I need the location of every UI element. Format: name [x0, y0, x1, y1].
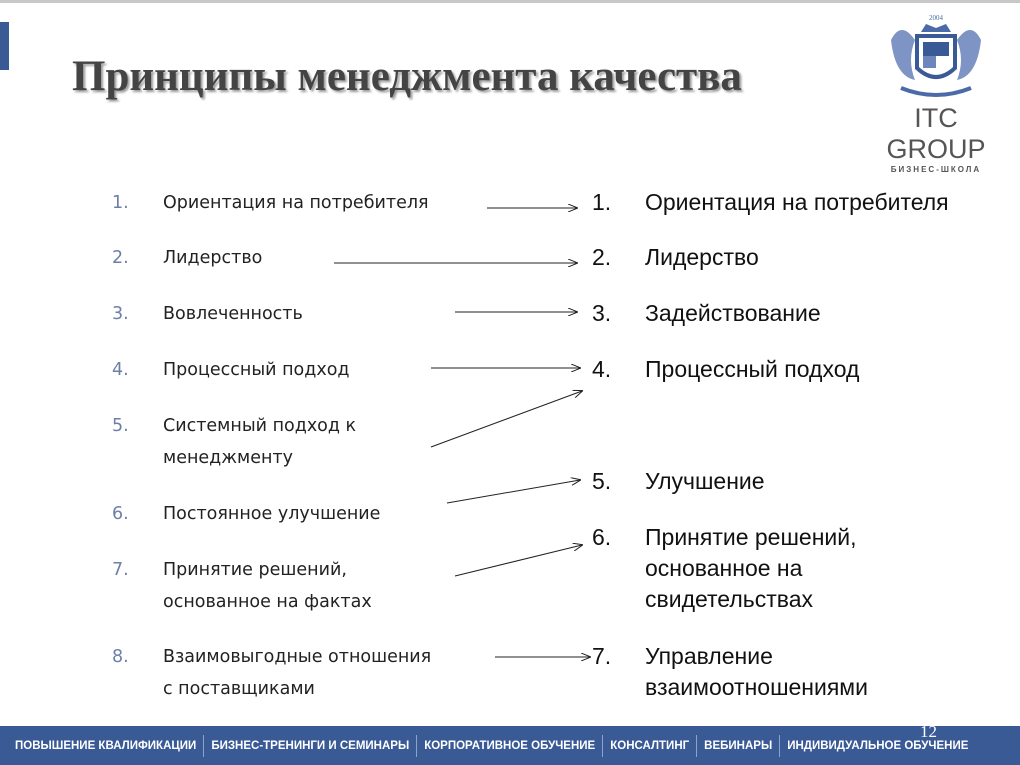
item-text: менеджменту — [163, 448, 294, 468]
item-text: основанное на фактах — [163, 592, 372, 612]
footer-link[interactable]: ПОВЫШЕНИЕ КВАЛИФИКАЦИИ — [15, 739, 197, 752]
item-text: Лидерство — [163, 248, 263, 268]
footer-link[interactable]: ИНДИВИДУАЛЬНОЕ ОБУЧЕНИЕ — [787, 739, 969, 752]
item-number: 5. — [592, 468, 612, 494]
item-number: 3. — [592, 300, 612, 326]
footer-link[interactable]: КОРПОРАТИВНОЕ ОБУЧЕНИЕ — [424, 739, 596, 752]
footer-separator — [416, 734, 418, 757]
item-text: Постоянное улучшение — [163, 504, 381, 524]
top-divider — [0, 0, 1020, 3]
item-number: 4. — [592, 356, 612, 382]
footer-link[interactable]: КОНСАЛТИНГ — [610, 739, 690, 752]
item-text: взаимоотношениями — [645, 674, 868, 700]
item-number: 6. — [112, 504, 129, 524]
item-number: 1. — [112, 193, 129, 213]
item-text: Ориентация на потребителя — [163, 193, 429, 213]
item-text: Процессный подход — [645, 356, 860, 382]
item-number: 1. — [592, 189, 612, 215]
item-text: Системный подход к — [163, 416, 357, 436]
footer-link[interactable]: БИЗНЕС-ТРЕНИНГИ И СЕМИНАРЫ — [211, 739, 410, 752]
footer-separator — [602, 734, 604, 757]
item-number: 2. — [592, 244, 612, 270]
item-text: Ориентация на потребителя — [645, 189, 949, 215]
item-text: Вовлеченность — [163, 304, 303, 324]
item-number: 2. — [112, 248, 129, 268]
arrow-6 — [446, 480, 580, 504]
arrow-7 — [454, 545, 582, 577]
item-number: 7. — [112, 560, 129, 580]
item-text: Лидерство — [645, 244, 759, 270]
item-text: Процессный подход — [163, 360, 350, 380]
logo-subtitle: БИЗНЕС-ШКОЛА — [890, 165, 982, 174]
footer-separator — [779, 734, 781, 757]
page-number: 12 — [920, 722, 937, 741]
item-text: Взаимовыгодные отношения — [163, 647, 432, 667]
item-text: Управление — [645, 643, 773, 669]
item-number: 3. — [112, 304, 129, 324]
logo-name: ITC GROUP — [886, 103, 986, 164]
arrow-5 — [430, 391, 582, 448]
crest-icon: 2004 — [891, 14, 981, 97]
footer-separator — [696, 734, 698, 757]
item-text: Принятие решений, — [163, 560, 347, 580]
item-text: Улучшение — [645, 468, 765, 494]
item-number: 5. — [112, 416, 129, 436]
item-text: свидетельствах — [645, 586, 814, 612]
footer-bar: ПОВЫШЕНИЕ КВАЛИФИКАЦИИ БИЗНЕС-ТРЕНИНГИ И … — [0, 726, 1020, 765]
item-text: основанное на — [645, 555, 803, 581]
item-number: 8. — [112, 647, 129, 667]
item-text: с поставщиками — [163, 679, 315, 699]
slide-title: Принципы менеджмента качества — [72, 53, 742, 100]
accent-bar — [0, 22, 9, 70]
itc-group-logo: 2004 ITC GROUP БИЗНЕС-ШКОЛА — [866, 10, 1006, 174]
item-number: 7. — [592, 643, 612, 669]
item-number: 4. — [112, 360, 129, 380]
item-number: 6. — [592, 524, 612, 550]
footer-separator — [203, 734, 205, 757]
item-text: Задействование — [645, 300, 821, 326]
footer-link[interactable]: ВЕБИНАРЫ — [704, 739, 773, 752]
svg-text:2004: 2004 — [929, 14, 944, 22]
item-text: Принятие решений, — [645, 524, 857, 550]
